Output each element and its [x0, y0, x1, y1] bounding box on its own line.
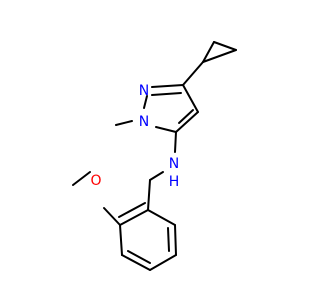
bond-ring-1 — [119, 209, 149, 226]
bond-c3-n2 — [151, 84, 184, 88]
atom-o-label: O — [90, 173, 101, 189]
bond-ring-3-double — [127, 250, 151, 264]
bond-c5-c4-double — [178, 109, 194, 124]
bond-cyclopropyl-2 — [213, 41, 237, 51]
bond-n1-methyl — [115, 120, 133, 126]
atom-nh-label: N — [169, 156, 179, 172]
bond-ring-o — [103, 207, 121, 226]
bond-nh-ch2 — [149, 171, 164, 181]
structure-canvas: N N N H O — [72, 41, 237, 271]
bond-ring-1-double — [118, 202, 146, 218]
bond-c4-c3 — [182, 84, 199, 113]
bond-ring-2 — [119, 224, 123, 256]
bond-ring-5-double — [167, 227, 170, 252]
bond-cyclopropyl-3 — [202, 49, 237, 63]
bond-ring-3 — [121, 254, 151, 271]
bond-n1-c5 — [155, 126, 177, 133]
bond-ring-6 — [147, 209, 176, 226]
bond-c3-n2-double — [151, 92, 182, 96]
molecule-diagram: N N N H O — [72, 41, 237, 271]
bond-ring-5 — [174, 224, 177, 256]
bond-n2-n1 — [143, 95, 148, 109]
bond-c5-nh — [174, 131, 177, 153]
bond-c5-c4 — [175, 111, 199, 133]
bond-ring-4 — [149, 254, 177, 271]
bond-ch2-ring — [147, 179, 151, 211]
atom-n2-label: N — [139, 83, 149, 99]
bond-cyclopropyl-1 — [202, 41, 215, 63]
bond-o-methyl — [72, 171, 91, 186]
bond-cyclopropyl-c3 — [182, 61, 204, 86]
atom-n1-label: N — [139, 114, 149, 130]
atom-h-label: H — [169, 174, 180, 190]
